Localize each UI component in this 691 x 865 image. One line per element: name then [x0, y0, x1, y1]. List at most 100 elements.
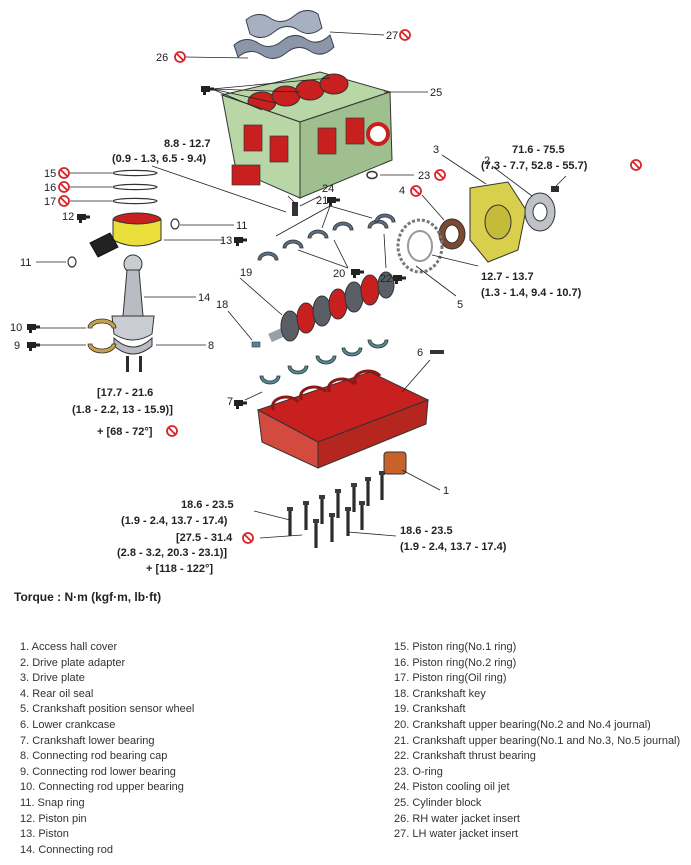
piston-ring-oil — [112, 197, 158, 205]
legend-item: 27. LH water jacket insert — [394, 828, 519, 841]
legend-item: 13. Piston — [20, 828, 69, 841]
connecting-rod-bolts — [126, 356, 142, 372]
legend-item: 18. Crankshaft key — [394, 687, 486, 700]
callout-14: 14 — [198, 292, 210, 304]
engine-block-exploded-diagram: 1 2 3 4 5 6 7 8 9 10 11 11 12 13 14 15 1… — [10, 10, 642, 575]
piston — [112, 212, 162, 247]
torque-crankcase-right-nm: 18.6 - 23.5 — [400, 525, 453, 537]
legend-item: 20. Crankshaft upper bearing(No.2 and No… — [394, 718, 651, 731]
callout-12: 12 — [62, 211, 74, 223]
torque-crankcase-left-nm: 18.6 - 23.5 — [181, 499, 234, 511]
parts-legend-left: 1. Access hall cover 2. Drive plate adap… — [20, 640, 194, 858]
callout-22: 22 — [380, 273, 392, 285]
legend-item: 8. Connecting rod bearing cap — [20, 750, 168, 763]
piston-cooling-oil-jet — [292, 202, 298, 216]
drive-plate-adapter — [524, 192, 556, 232]
callout-13: 13 — [220, 235, 232, 247]
snap-ring-right — [170, 218, 180, 230]
rh-water-jacket-insert — [245, 10, 323, 38]
legend-item: 6. Lower crankcase — [20, 718, 116, 731]
rear-oil-seal — [438, 218, 466, 250]
torque-oil-jet-nm: 8.8 - 12.7 — [164, 138, 210, 150]
connecting-rod-lower-bearing — [87, 343, 117, 354]
callout-26: 26 — [156, 52, 168, 64]
callout-9: 9 — [14, 340, 20, 352]
legend-item: 24. Piston cooling oil jet — [394, 781, 510, 794]
access-hall-cover — [383, 451, 407, 475]
torque-crankcase-left-alt: (1.9 - 2.4, 13.7 - 17.4) — [121, 515, 228, 527]
legend-item: 2. Drive plate adapter — [20, 656, 126, 669]
legend-item: 26. RH water jacket insert — [394, 812, 520, 825]
callout-2: 2 — [484, 155, 490, 167]
torque-rod-bolt-alt: (1.8 - 2.2, 13 - 15.9)] — [72, 404, 173, 416]
callout-6: 6 — [417, 347, 423, 359]
callout-numbers: 1 2 3 4 5 6 7 8 9 10 11 11 12 13 14 15 1… — [10, 30, 490, 497]
callout-4: 4 — [399, 185, 405, 197]
callout-23: 23 — [418, 170, 430, 182]
connecting-rod-upper-bearing — [87, 318, 117, 329]
snap-ring-left — [67, 256, 77, 268]
torque-drive-plate-nm: 71.6 - 75.5 — [512, 144, 565, 156]
legend-item: 16. Piston ring(No.2 ring) — [394, 656, 517, 669]
lower-crankcase — [256, 350, 444, 469]
torque-specs: 8.8 - 12.7 (0.9 - 1.3, 6.5 - 9.4) 71.6 -… — [72, 138, 588, 575]
torque-crankcase-main-angle: + [118 - 122°] — [146, 563, 213, 575]
legend-item: 25. Cylinder block — [394, 796, 482, 809]
callout-24: 24 — [322, 183, 334, 195]
callout-11-right: 11 — [236, 220, 247, 232]
crankshaft-upper-bearings — [257, 213, 396, 261]
legend-item: 1. Access hall cover — [20, 641, 118, 653]
piston-ring-no1 — [112, 169, 158, 177]
callout-10: 10 — [10, 322, 22, 334]
callout-25: 25 — [430, 87, 442, 99]
callout-3: 3 — [433, 144, 439, 156]
legend-item: 5. Crankshaft position sensor wheel — [20, 703, 195, 716]
torque-crankcase-main-alt: (2.8 - 3.2, 20.3 - 23.1)] — [117, 547, 227, 559]
legend-item: 22. Crankshaft thrust bearing — [394, 750, 536, 763]
legend-item: 12. Piston pin — [20, 812, 87, 825]
legend-item: 21. Crankshaft upper bearing(No.1 and No… — [394, 734, 681, 747]
connecting-rod — [111, 254, 155, 341]
callout-21: 21 — [316, 195, 328, 207]
legend-item: 3. Drive plate — [20, 672, 85, 685]
torque-units-heading: Torque : N·m (kgf·m, lb·ft) — [14, 590, 162, 604]
legend-item: 14. Connecting rod — [20, 843, 113, 856]
callout-8: 8 — [208, 340, 214, 352]
drive-plate — [469, 181, 527, 263]
callout-1: 1 — [443, 485, 449, 497]
legend-item: 7. Crankshaft lower bearing — [20, 734, 155, 747]
leader-lines — [36, 31, 567, 539]
legend-item: 11. Snap ring — [20, 796, 85, 809]
crankshaft-position-sensor-wheel — [396, 218, 444, 274]
torque-crankcase-main-nm: [27.5 - 31.4 — [176, 532, 233, 544]
legend-item: 15. Piston ring(No.1 ring) — [394, 641, 517, 653]
torque-crankcase-right-alt: (1.9 - 2.4, 13.7 - 17.4) — [400, 541, 507, 553]
callout-15: 15 — [44, 168, 56, 180]
o-ring — [366, 170, 378, 180]
legend-item: 4. Rear oil seal — [20, 687, 94, 700]
legend-item: 19. Crankshaft — [394, 703, 466, 716]
torque-drive-plate-alt: (7.3 - 7.7, 52.8 - 55.7) — [481, 160, 588, 172]
drive-plate-bolt — [551, 186, 559, 192]
legend-item: 17. Piston ring(Oil ring) — [394, 672, 507, 685]
piston-pin — [89, 232, 119, 258]
callout-16: 16 — [44, 182, 56, 194]
torque-oil-jet-alt: (0.9 - 1.3, 6.5 - 9.4) — [112, 153, 206, 165]
torque-oil-seal-nm: 12.7 - 13.7 — [481, 271, 534, 283]
torque-rod-bolt-nm: [17.7 - 21.6 — [97, 387, 153, 399]
cylinder-block — [220, 71, 393, 199]
crankshaft — [268, 271, 395, 343]
callout-27: 27 — [386, 30, 398, 42]
lh-water-jacket-insert — [233, 34, 335, 59]
connecting-rod-bearing-cap — [113, 336, 153, 355]
callout-19: 19 — [240, 267, 252, 279]
legend-item: 23. O-ring — [394, 765, 443, 778]
callout-18: 18 — [216, 299, 228, 311]
callout-17: 17 — [44, 196, 56, 208]
callout-5: 5 — [457, 299, 463, 311]
legend-item: 10. Connecting rod upper bearing — [20, 781, 184, 794]
callout-7: 7 — [227, 396, 233, 408]
piston-ring-no2 — [112, 183, 158, 191]
crankcase-bolts — [287, 471, 385, 548]
torque-oil-seal-alt: (1.3 - 1.4, 9.4 - 10.7) — [481, 287, 582, 299]
